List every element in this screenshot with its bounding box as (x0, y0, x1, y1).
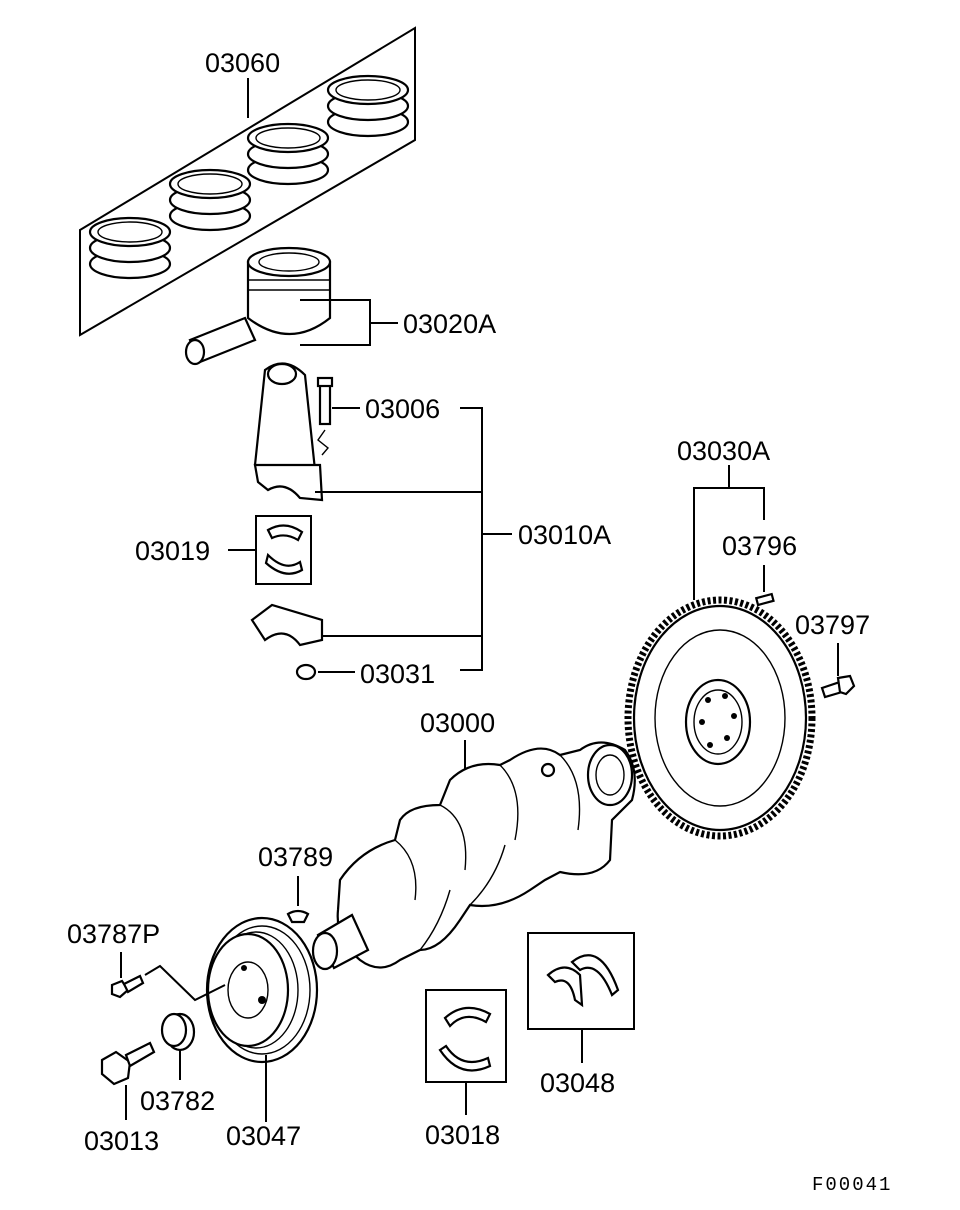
ring-set-4 (326, 74, 410, 138)
pulley-bolt (100, 1041, 156, 1086)
flywheel-pin (754, 592, 775, 607)
ring-set-3 (246, 122, 330, 186)
rod-cap (250, 603, 324, 647)
label-pin-flywheel: 03796 (722, 531, 797, 561)
main-bearing-group: 03018 (425, 989, 507, 1150)
rod-bearing-shell (266, 524, 304, 542)
rod-nut (295, 663, 317, 681)
ring-set-2 (168, 168, 252, 232)
figure-code: F00041 (812, 1174, 892, 1196)
label-crankshaft: 03000 (420, 708, 495, 738)
label-rod-bolt: 03006 (365, 394, 440, 424)
label-bolt-pulley-small: 03787P (67, 919, 160, 949)
label-rod-bearing: 03019 (135, 536, 210, 566)
rod-bolt (318, 382, 332, 426)
pulley-group: 03047 03787P 03782 03013 (67, 916, 319, 1156)
woodruff-key (286, 909, 310, 924)
crankshaft (336, 741, 636, 969)
label-key: 03789 (258, 842, 333, 872)
label-rod-nut: 03031 (360, 659, 435, 689)
label-flywheel: 03030A (677, 436, 770, 466)
thrust-bearing-group: 03048 (527, 932, 635, 1098)
flywheel-group: 03030A 03796 03797 (624, 436, 870, 840)
label-main-bearing: 03018 (425, 1120, 500, 1150)
label-rings: 03060 (205, 48, 280, 78)
label-rod-assy: 03010A (518, 520, 611, 550)
label-piston: 03020A (403, 309, 496, 339)
rings-frame (79, 26, 416, 337)
main-bearing-shell (443, 1006, 492, 1028)
ring-set-1 (88, 216, 172, 280)
label-bolt-pulley: 03013 (84, 1126, 159, 1156)
label-bolt-flywheel: 03797 (795, 610, 870, 640)
label-washer: 03782 (140, 1086, 215, 1116)
piston-rings-group: 03060 (79, 26, 416, 337)
pulley-small-bolt (110, 974, 145, 999)
crankshaft-group: 03000 03789 (258, 708, 636, 971)
label-thrust-bearing: 03048 (540, 1068, 615, 1098)
piston-group: 03020A (184, 246, 496, 366)
label-pulley: 03047 (226, 1121, 301, 1151)
connecting-rod-group: 03006 03010A 03031 03019 (135, 362, 611, 689)
thrust-washer (546, 966, 584, 1008)
flywheel-bolt (820, 674, 856, 699)
